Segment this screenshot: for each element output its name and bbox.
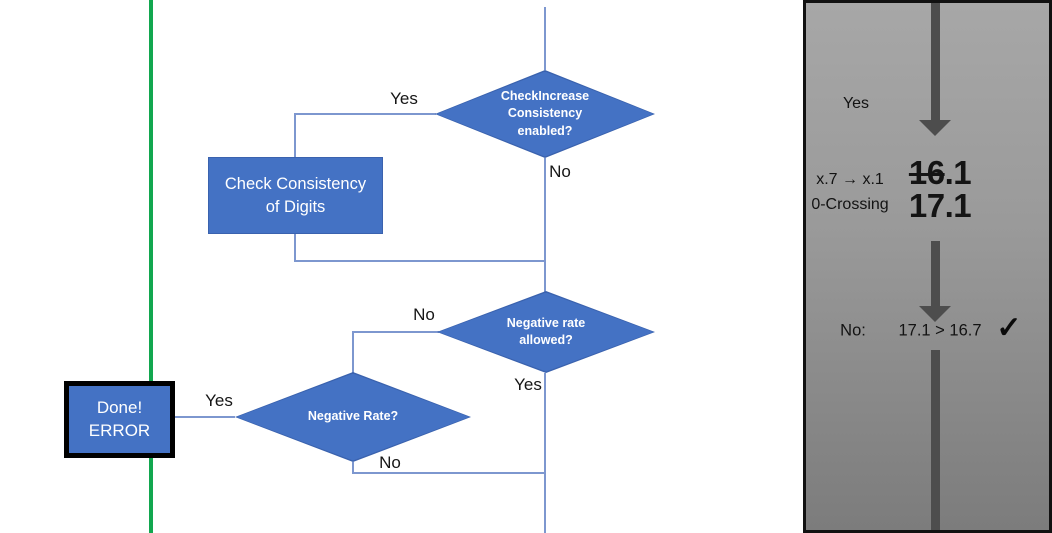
- connector-process-to-main: [294, 260, 546, 262]
- branch-label-yes-mid: Yes: [514, 375, 542, 394]
- flow-arrow-down-icon-1: [919, 120, 951, 136]
- panel-case-note: x.7 → x.1 0-Crossing: [811, 171, 889, 213]
- connector-no-bottom-horizontal: [353, 472, 546, 474]
- connector-main-mid-vertical: [544, 158, 546, 292]
- panel-yes-label: Yes: [842, 95, 870, 112]
- branch-label-yes-top: Yes: [390, 89, 418, 108]
- connector-no-mid-vertical: [352, 331, 354, 373]
- decision-checkincrease-diamond: CheckIncrease Consistency enabled?: [435, 70, 655, 158]
- done-error-box: Done! ERROR: [64, 381, 175, 458]
- panel-values: 16.1 17.1: [896, 156, 984, 222]
- panel-result-comparison: 17.1 > 16.7: [898, 321, 982, 340]
- flow-arrow-down-shaft-1: [931, 3, 940, 120]
- connector-no-mid-horizontal: [353, 331, 439, 333]
- annotation-side-panel: Yes x.7 → x.1 0-Crossing 16.1 17.1 No: 1…: [803, 0, 1052, 533]
- decision-negative-rate-label: Negative Rate?: [307, 409, 399, 424]
- panel-old-value-rest: .1: [944, 154, 972, 191]
- panel-old-value-struck: 16: [908, 154, 945, 191]
- connector-no-bottom-vertical: [352, 462, 354, 474]
- connector-yes-top-horizontal: [295, 113, 436, 115]
- connector-yes-bottom-horizontal: [175, 416, 235, 418]
- branch-label-no-mid: No: [413, 305, 435, 324]
- decision-negative-rate-diamond: Negative Rate?: [235, 372, 471, 462]
- connector-main-bottom-vertical: [544, 373, 546, 533]
- branch-label-no-bottom: No: [379, 453, 401, 472]
- decision-checkincrease-label: CheckIncrease Consistency enabled?: [500, 88, 590, 138]
- process-check-consistency-box: Check Consistency of Digits: [208, 157, 383, 234]
- decision-negative-rate-allowed-diamond: Negative rate allowed?: [437, 291, 655, 373]
- connector-yes-top-vertical: [294, 113, 296, 158]
- green-divider-line: [149, 0, 153, 533]
- connector-top-vertical: [544, 7, 546, 70]
- check-mark-icon: ✓: [996, 311, 1022, 345]
- panel-result-no-label: No:: [840, 321, 866, 340]
- flow-arrow-down-shaft-2: [931, 241, 940, 306]
- panel-new-value: 17.1: [908, 187, 972, 224]
- decision-negative-rate-allowed-label: Negative rate allowed?: [506, 315, 586, 348]
- flow-arrow-down-icon-2: [919, 306, 951, 322]
- connector-process-down: [294, 234, 296, 262]
- flow-arrow-down-shaft-3: [931, 350, 940, 530]
- branch-label-yes-bottom: Yes: [205, 391, 233, 410]
- panel-old-value: 16.1: [896, 156, 984, 189]
- branch-label-no-top: No: [549, 162, 571, 181]
